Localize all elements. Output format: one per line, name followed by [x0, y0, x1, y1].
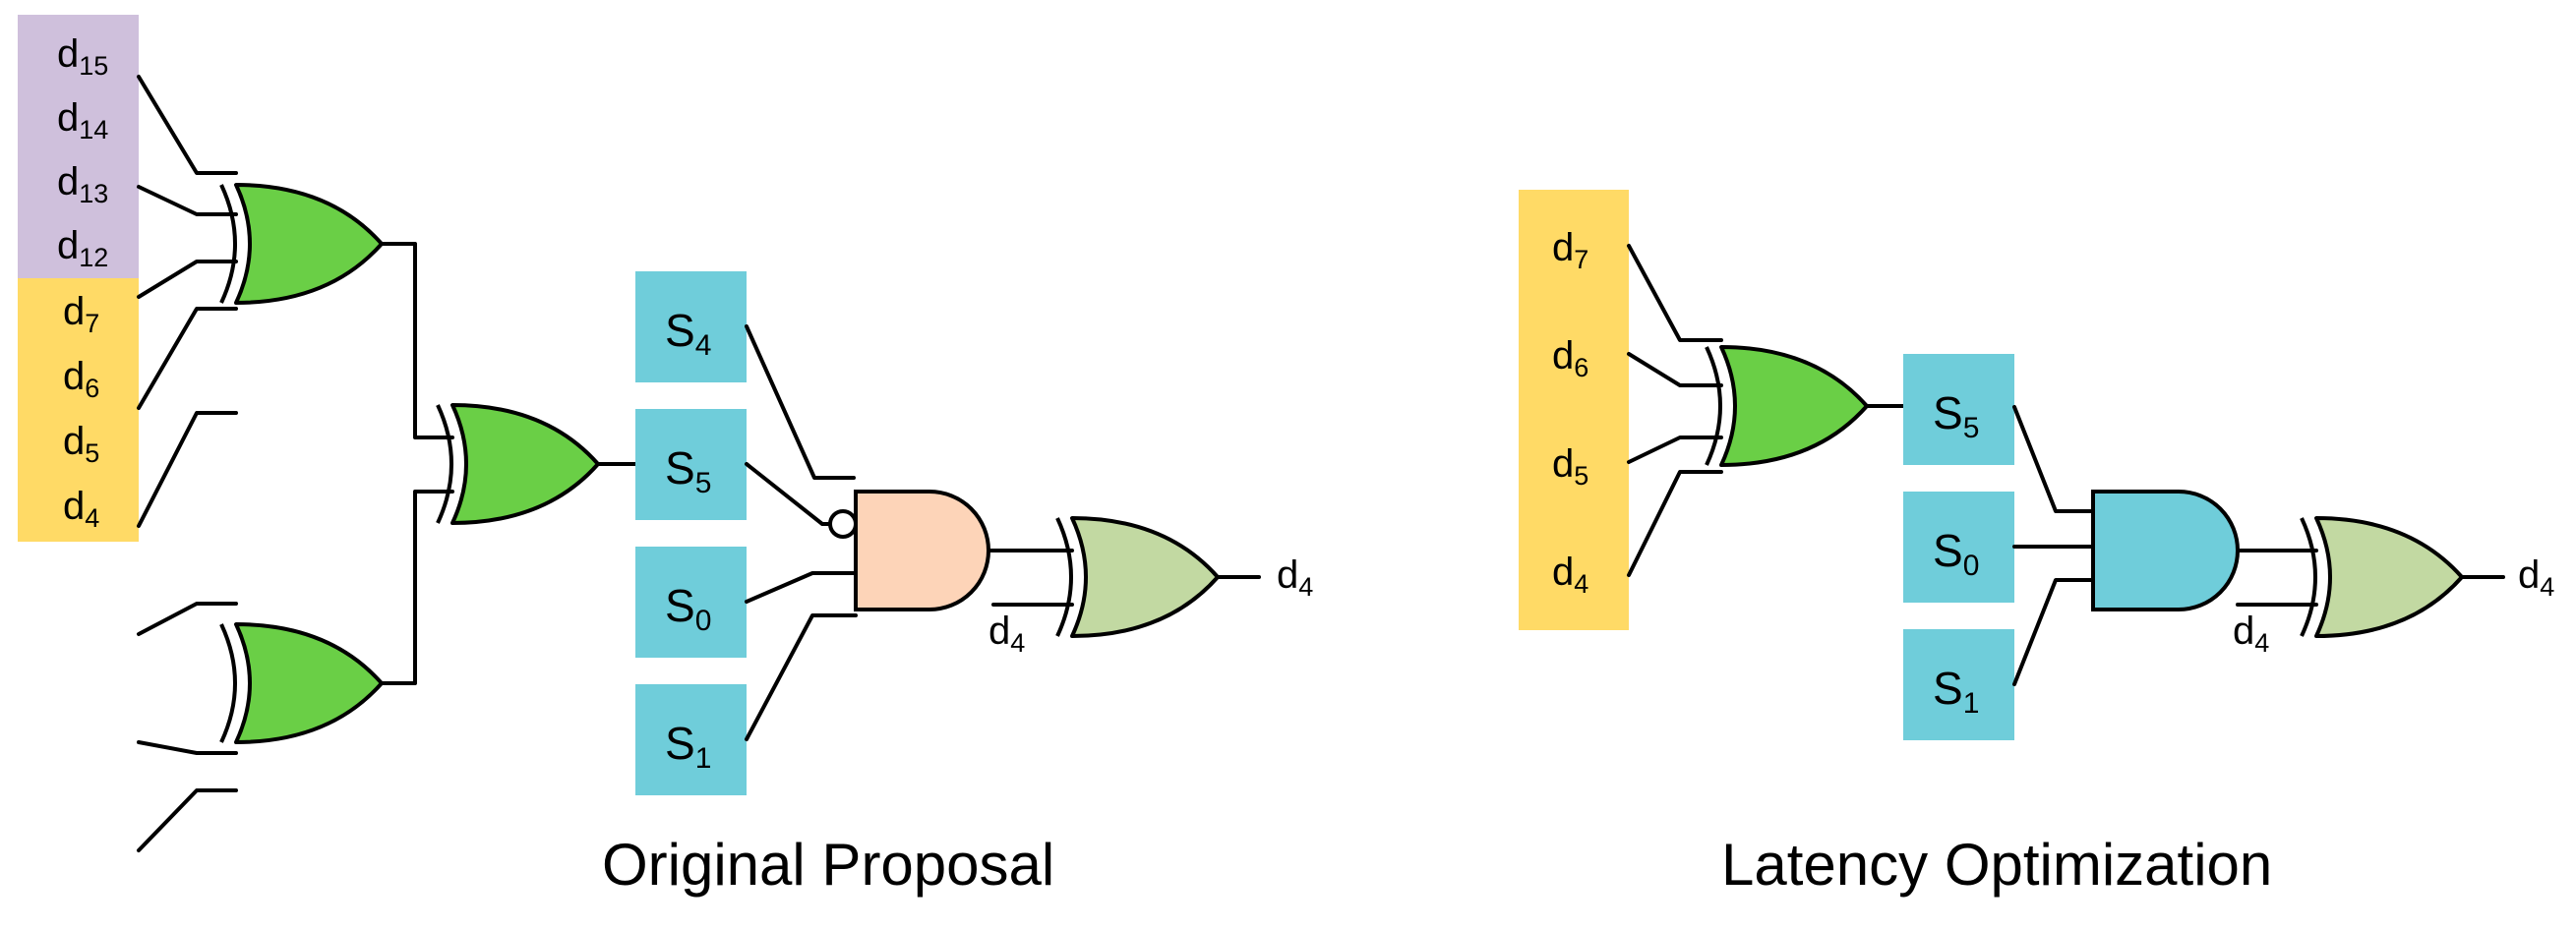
- input-column-low: [18, 278, 139, 542]
- xor-gate-final-right: [2300, 516, 2464, 638]
- caption-original-proposal: Original Proposal: [602, 832, 1054, 898]
- syndrome-box-s0: [635, 547, 747, 658]
- syndrome-box-s5-right: [1903, 354, 2014, 465]
- input-label-d12: d12: [57, 224, 108, 272]
- input-label-d6-right: d6: [1552, 334, 1588, 382]
- syndrome-label-s1: S1: [665, 718, 711, 775]
- output-label-right: d4: [2518, 553, 2554, 602]
- input-column-high: [18, 15, 139, 278]
- syndrome-label-s0-right: S0: [1933, 525, 1979, 582]
- and-gate-right: [2091, 490, 2240, 611]
- input-label-d4: d4: [63, 485, 99, 533]
- input-label-d4-right: d4: [1552, 551, 1588, 599]
- xor-gate-right: [1705, 345, 1869, 467]
- syndrome-label-s5: S5: [665, 442, 711, 499]
- syndrome-label-s1-right: S1: [1933, 663, 1979, 720]
- wires-syndrome-to-and-left: [745, 324, 858, 741]
- and-gate-left: [828, 490, 990, 611]
- xor-gate-top: [219, 183, 384, 305]
- xor-gate-middle: [436, 403, 600, 525]
- original-proposal-diagram: d15 d14 d13 d12 d7 d6 d5 d4: [18, 15, 1313, 898]
- input-labels-right: d7 d6 d5 d4: [1552, 226, 1588, 599]
- syndrome-label-s4: S4: [665, 305, 711, 362]
- xor-gate-bottom: [219, 622, 384, 744]
- inverter-bubble: [828, 509, 858, 539]
- input-label-d7-right: d7: [1552, 226, 1588, 274]
- input-label-d15: d15: [57, 32, 108, 81]
- xor-gate-final-left: [1055, 516, 1220, 638]
- syndrome-boxes-right: S5 S0 S1: [1903, 354, 2014, 740]
- input-label-d6: d6: [63, 355, 99, 403]
- syndrome-label-s5-right: S5: [1933, 387, 1979, 444]
- input-label-d7: d7: [63, 290, 99, 338]
- syndrome-box-s1: [635, 684, 747, 795]
- input-label-d14: d14: [57, 96, 108, 145]
- wires-top-xor: [137, 75, 238, 852]
- syndrome-label-s0: S0: [665, 580, 711, 637]
- wire-xor-top-to-mid: [380, 242, 454, 439]
- syndrome-box-s1-right: [1903, 629, 2014, 740]
- output-label-left: d4: [1277, 553, 1313, 602]
- syndrome-box-s4: [635, 271, 747, 382]
- syndrome-boxes-left: S4 S5 S0 S1: [635, 271, 747, 795]
- syndrome-box-s5: [635, 409, 747, 520]
- wires-syndrome-to-and-right: [2012, 405, 2095, 686]
- syndrome-box-s0-right: [1903, 492, 2014, 603]
- input-label-d5-right: d5: [1552, 442, 1588, 491]
- input-label-d13: d13: [57, 160, 108, 208]
- input-column-right: [1519, 190, 1629, 630]
- latency-optimization-diagram: d7 d6 d5 d4 S5 S0 S1: [1519, 190, 2554, 898]
- final-xor-input-label-right: d4: [2233, 610, 2269, 658]
- input-label-d5: d5: [63, 420, 99, 468]
- wire-xor-bottom-to-mid: [380, 490, 454, 685]
- input-labels-high: d15 d14 d13 d12: [57, 32, 108, 272]
- wires-right-xor: [1627, 244, 1723, 577]
- caption-latency-optimization: Latency Optimization: [1721, 832, 2272, 898]
- input-labels-low: d7 d6 d5 d4: [63, 290, 99, 533]
- final-xor-input-label-left: d4: [988, 610, 1025, 658]
